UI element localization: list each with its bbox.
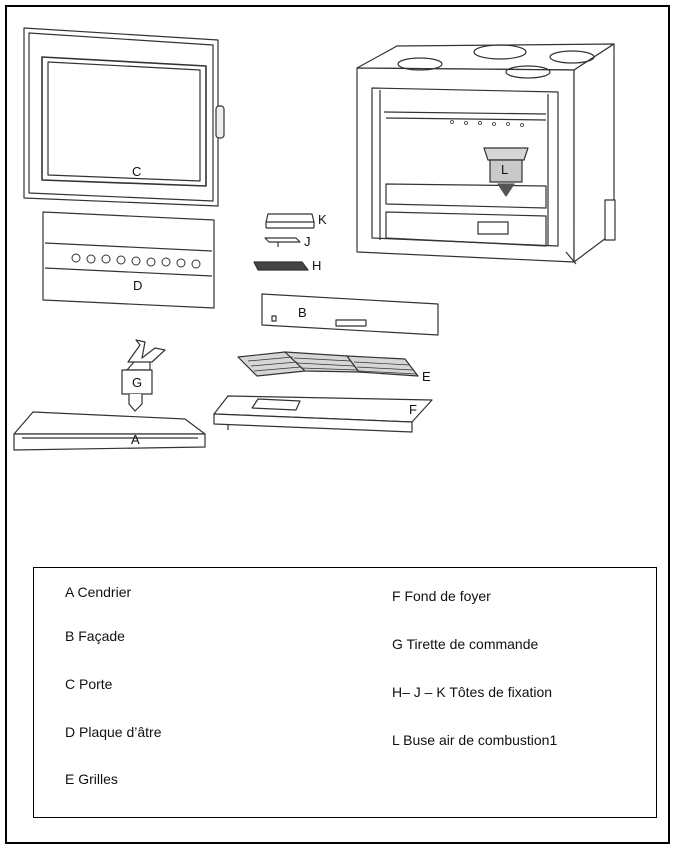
part-front-panel: B xyxy=(261,293,439,336)
legend-item-hjk: H– J – K Tôtes de fixation xyxy=(392,684,553,700)
part-label-h: H xyxy=(312,258,321,273)
legend-item-f: F Fond de foyer xyxy=(392,588,491,604)
legend-item-a: A Cendrier xyxy=(65,584,132,600)
part-label-c: C xyxy=(132,164,141,179)
part-label-b: B xyxy=(298,305,307,320)
part-label-a: A xyxy=(131,432,140,447)
part-fixing-h: H xyxy=(253,258,321,273)
part-label-l: L xyxy=(501,162,508,177)
part-label-j: J xyxy=(304,234,311,249)
part-hearth-bottom: F xyxy=(213,395,433,433)
part-label-d: D xyxy=(133,278,142,293)
part-firebox: L xyxy=(356,43,616,265)
page-frame xyxy=(5,5,670,844)
part-label-f: F xyxy=(409,402,417,417)
part-label-g: G xyxy=(132,375,142,390)
legend-box: A Cendrier B Façade C Porte D Plaque d’â… xyxy=(33,567,657,818)
part-label-e: E xyxy=(422,369,431,384)
legend-item-c: C Porte xyxy=(65,676,113,692)
part-fixing-j: J xyxy=(264,234,311,249)
exploded-diagram: C D G A K J xyxy=(13,27,616,451)
legend-item-g: G Tirette de commande xyxy=(392,636,539,652)
part-label-k: K xyxy=(318,212,327,227)
part-door: C xyxy=(23,27,225,207)
legend-item-d: D Plaque d’âtre xyxy=(65,724,162,740)
part-control-rod: G xyxy=(121,339,166,412)
part-fixing-k: K xyxy=(265,212,327,229)
part-grates: E xyxy=(237,351,431,384)
legend-item-b: B Façade xyxy=(65,628,125,644)
legend-item-l: L Buse air de combustion1 xyxy=(392,732,558,748)
part-ash-pan: A xyxy=(13,411,206,451)
legend-item-e: E Grilles xyxy=(65,771,118,787)
part-hearth-plate: D xyxy=(42,211,215,309)
